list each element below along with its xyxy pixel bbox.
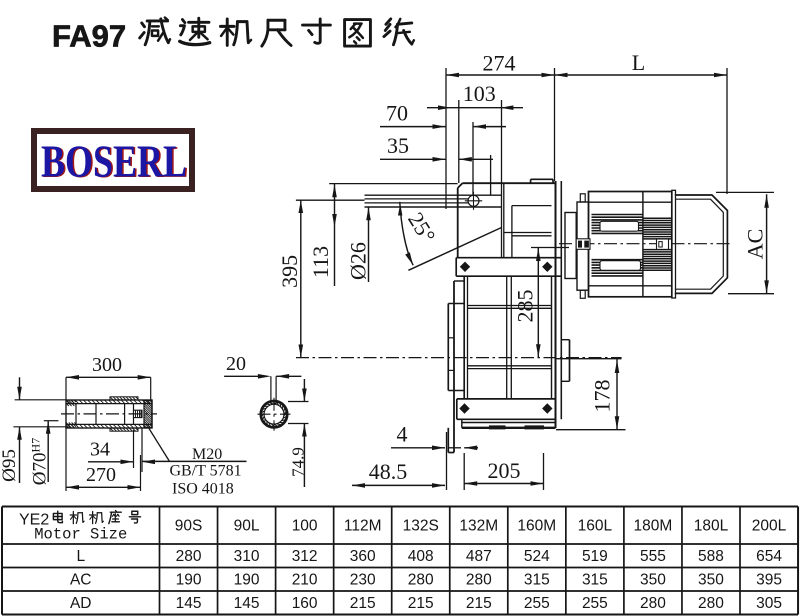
svg-text:350: 350	[640, 572, 666, 589]
svg-text:113: 113	[308, 246, 333, 278]
svg-text:300: 300	[92, 354, 122, 376]
svg-text:L: L	[632, 50, 645, 75]
svg-text:315: 315	[582, 572, 608, 589]
svg-text:112M: 112M	[344, 518, 382, 535]
svg-text:180L: 180L	[694, 518, 729, 535]
svg-text:AC: AC	[70, 572, 92, 589]
svg-text:4: 4	[397, 422, 408, 447]
svg-text:L: L	[76, 548, 85, 565]
svg-text:180M: 180M	[634, 518, 673, 535]
svg-text:280: 280	[408, 572, 434, 589]
svg-text:280: 280	[698, 595, 724, 612]
svg-text:AC: AC	[743, 229, 768, 260]
svg-text:555: 555	[640, 548, 666, 565]
svg-text:70: 70	[386, 101, 408, 126]
svg-text:395: 395	[277, 255, 302, 288]
svg-text:395: 395	[756, 572, 782, 589]
svg-text:Motor Size: Motor Size	[34, 526, 127, 544]
svg-text:255: 255	[582, 595, 608, 612]
svg-text:YE2: YE2	[19, 512, 49, 529]
svg-text:160L: 160L	[578, 518, 613, 535]
svg-text:305: 305	[756, 595, 782, 612]
svg-text:230: 230	[350, 572, 376, 589]
svg-text:90L: 90L	[234, 518, 260, 535]
svg-text:34: 34	[90, 439, 110, 461]
svg-text:Ø26: Ø26	[346, 242, 371, 280]
svg-text:310: 310	[234, 548, 260, 565]
svg-text:160M: 160M	[517, 518, 556, 535]
svg-text:519: 519	[582, 548, 608, 565]
svg-text:190: 190	[234, 572, 260, 589]
svg-text:315: 315	[524, 572, 550, 589]
svg-text:280: 280	[640, 595, 666, 612]
svg-text:210: 210	[292, 572, 318, 589]
svg-text:35: 35	[387, 133, 409, 158]
svg-text:74.9: 74.9	[289, 447, 308, 477]
svg-text:160: 160	[292, 595, 318, 612]
svg-text:200L: 200L	[752, 518, 787, 535]
svg-text:GB/T 5781: GB/T 5781	[170, 463, 242, 480]
svg-text:270: 270	[86, 464, 116, 486]
svg-text:190: 190	[176, 572, 202, 589]
svg-text:145: 145	[176, 595, 202, 612]
svg-text:205: 205	[488, 458, 521, 483]
svg-text:20: 20	[226, 353, 246, 375]
svg-text:BOSERL: BOSERL	[41, 136, 187, 187]
svg-text:360: 360	[350, 548, 376, 565]
svg-text:215: 215	[350, 595, 376, 612]
svg-text:FA97: FA97	[52, 19, 126, 54]
svg-text:48.5: 48.5	[369, 459, 408, 484]
svg-text:280: 280	[466, 572, 492, 589]
svg-text:654: 654	[756, 548, 782, 565]
svg-text:132M: 132M	[459, 518, 498, 535]
svg-text:132S: 132S	[403, 518, 439, 535]
svg-text:274: 274	[483, 51, 516, 76]
svg-text:524: 524	[524, 548, 550, 565]
svg-text:BOSERL: BOSERL	[43, 136, 189, 187]
svg-text:90S: 90S	[175, 518, 203, 535]
svg-text:AD: AD	[70, 595, 92, 612]
svg-text:178: 178	[590, 380, 615, 413]
svg-text:312: 312	[292, 548, 318, 565]
svg-text:100: 100	[292, 518, 318, 535]
svg-text:350: 350	[698, 572, 724, 589]
svg-text:145: 145	[234, 595, 260, 612]
svg-text:280: 280	[176, 548, 202, 565]
svg-text:487: 487	[466, 548, 492, 565]
svg-text:215: 215	[466, 595, 492, 612]
svg-text:M20: M20	[192, 446, 222, 463]
svg-text:ISO 4018: ISO 4018	[172, 481, 234, 498]
svg-text:408: 408	[408, 548, 434, 565]
svg-text:215: 215	[408, 595, 434, 612]
svg-text:255: 255	[524, 595, 550, 612]
svg-text:103: 103	[463, 81, 496, 106]
svg-text:Ø95: Ø95	[0, 449, 20, 482]
svg-text:588: 588	[698, 548, 724, 565]
